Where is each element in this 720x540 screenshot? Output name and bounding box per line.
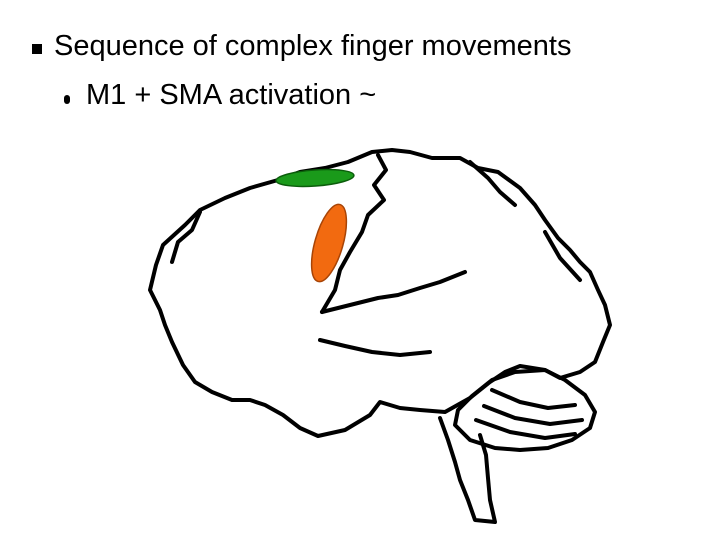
central-sulcus	[320, 153, 388, 314]
occipital-sulcus	[543, 230, 582, 282]
bullet-main-text: Sequence of complex finger movements	[54, 30, 572, 62]
bullet-sub-text: M1 + SMA activation ~	[86, 79, 377, 111]
brainstem-outline	[438, 416, 497, 524]
frontal-sulcus	[170, 210, 202, 264]
cerebellum-outline	[453, 368, 597, 452]
cerebellum-fold-2	[482, 404, 584, 426]
round-bullet-icon	[64, 95, 70, 104]
lateral-fissure	[320, 270, 467, 314]
cerebellum-fold-3	[474, 418, 577, 440]
sma-region	[275, 168, 355, 188]
square-bullet-icon	[32, 44, 42, 54]
m1-region	[310, 203, 348, 283]
parietal-sulcus	[468, 160, 517, 207]
cerebellum-fold-1	[490, 388, 577, 410]
temporal-sulcus	[318, 338, 432, 357]
